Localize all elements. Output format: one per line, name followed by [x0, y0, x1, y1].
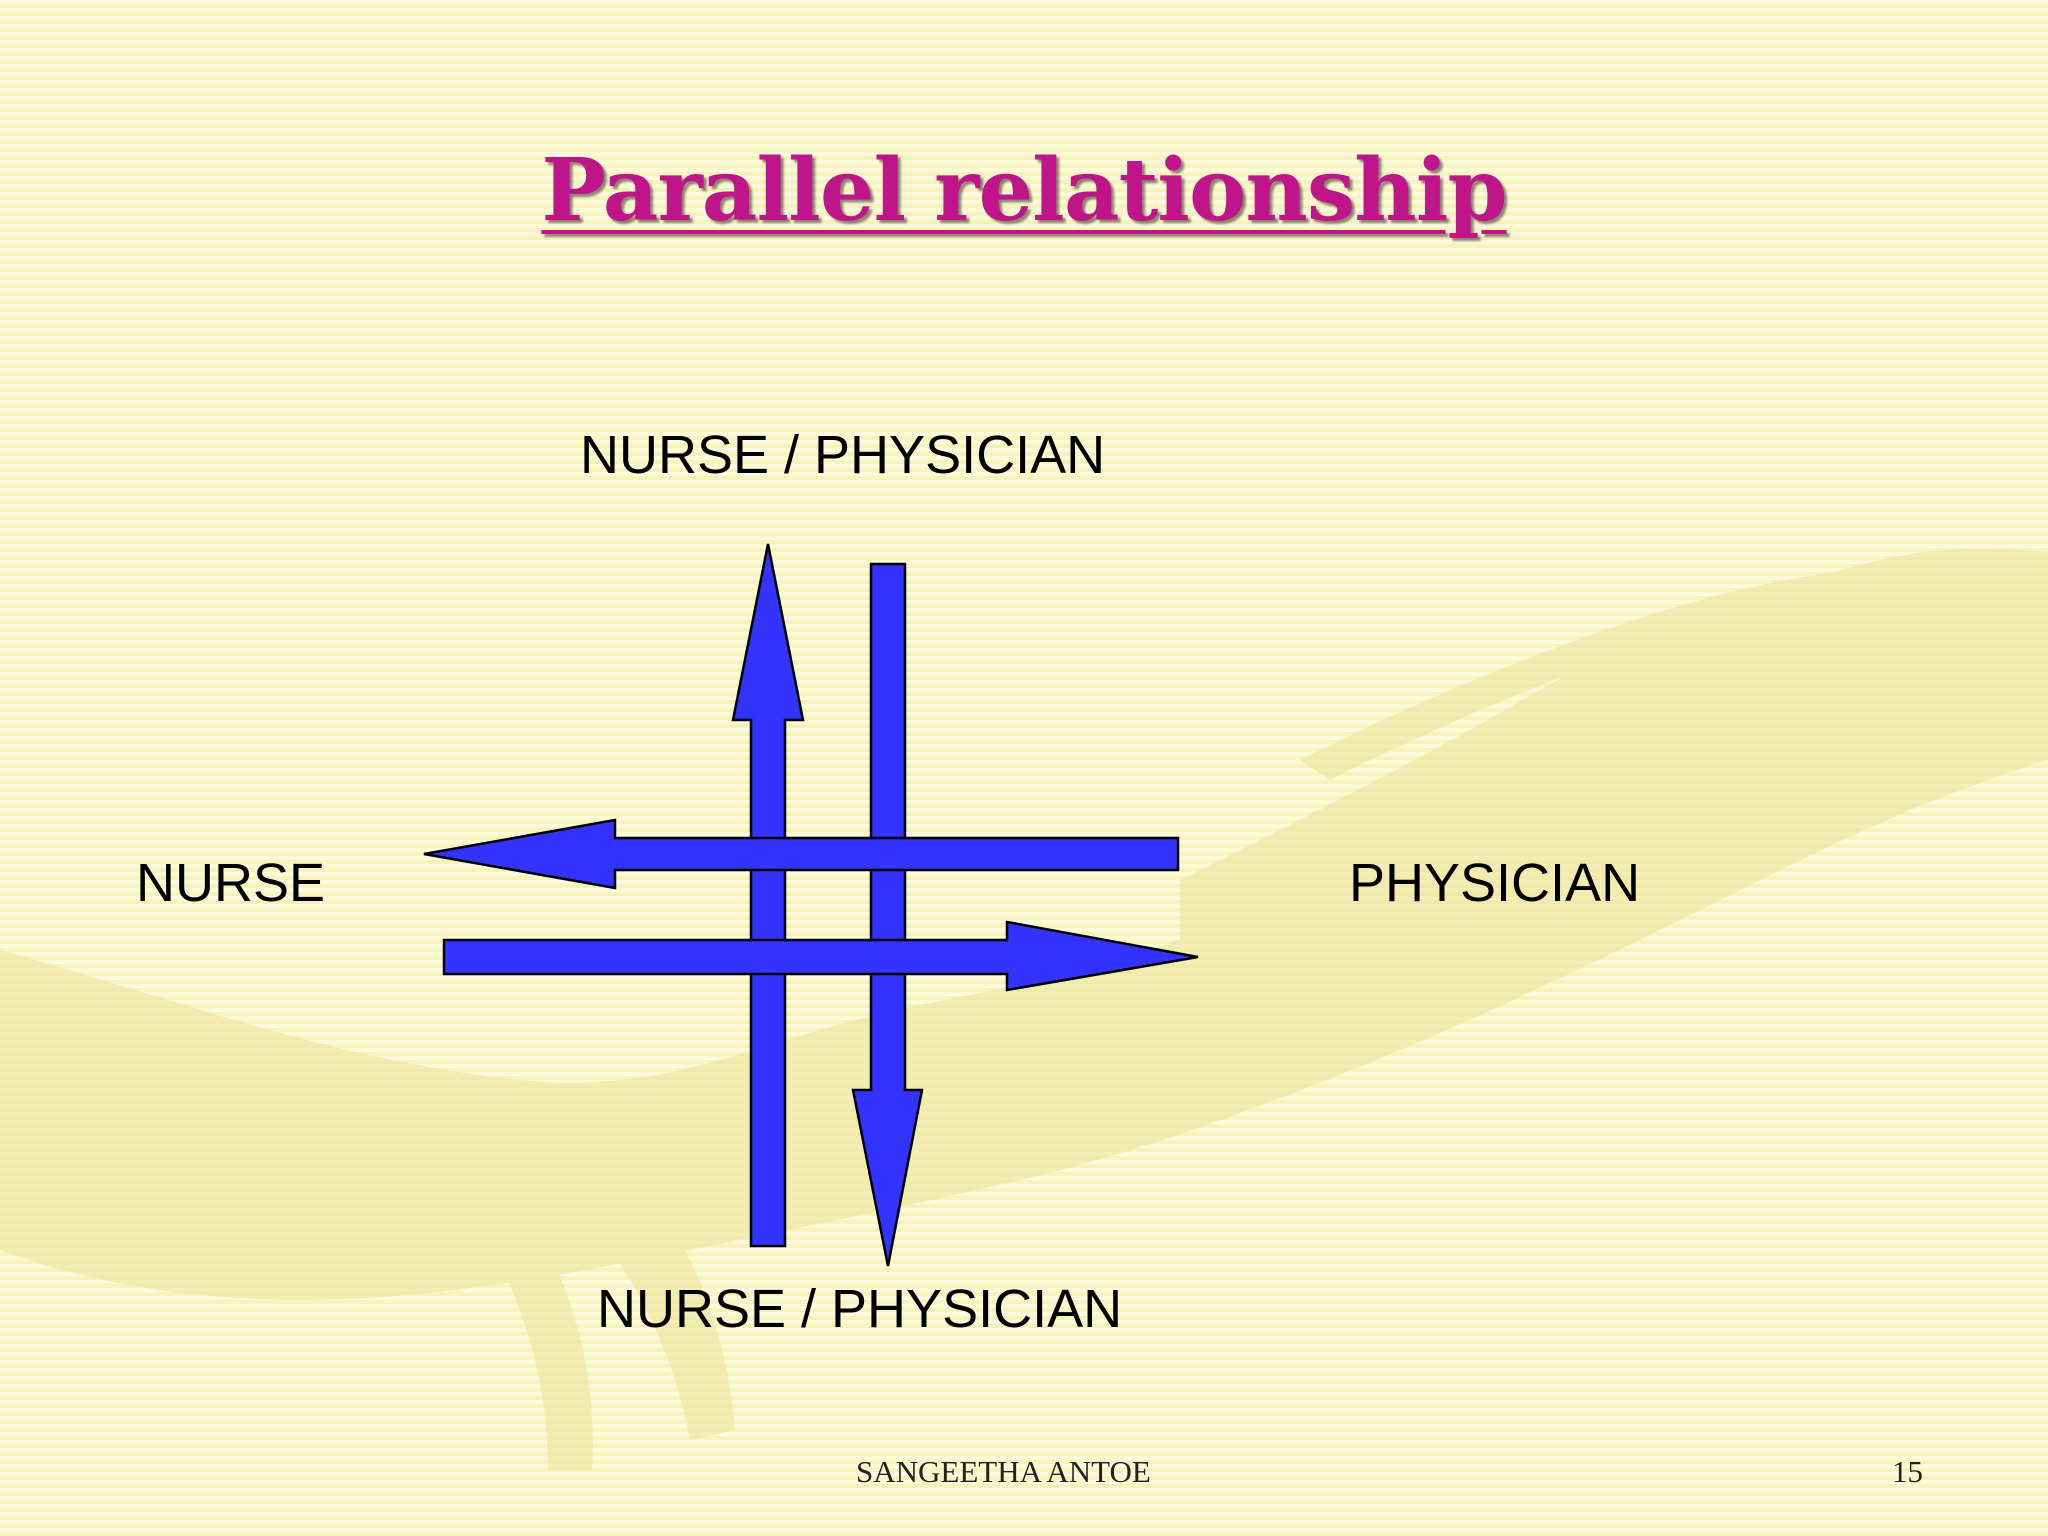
- arrow-left: [423, 818, 1180, 890]
- label-nurse-physician-top: NURSE / PHYSICIAN: [580, 425, 1106, 485]
- arrow-up: [731, 543, 805, 1248]
- arrow-down: [851, 562, 924, 1267]
- page-number: 15: [1892, 1454, 1923, 1489]
- slide-title: Parallel relationship: [541, 140, 1507, 241]
- label-nurse-physician-bottom: NURSE / PHYSICIAN: [597, 1279, 1123, 1339]
- label-nurse: NURSE: [136, 853, 326, 913]
- footer-author: SANGEETHA ANTOE: [856, 1454, 1151, 1489]
- arrow-right: [442, 920, 1199, 992]
- label-physician: PHYSICIAN: [1349, 853, 1641, 913]
